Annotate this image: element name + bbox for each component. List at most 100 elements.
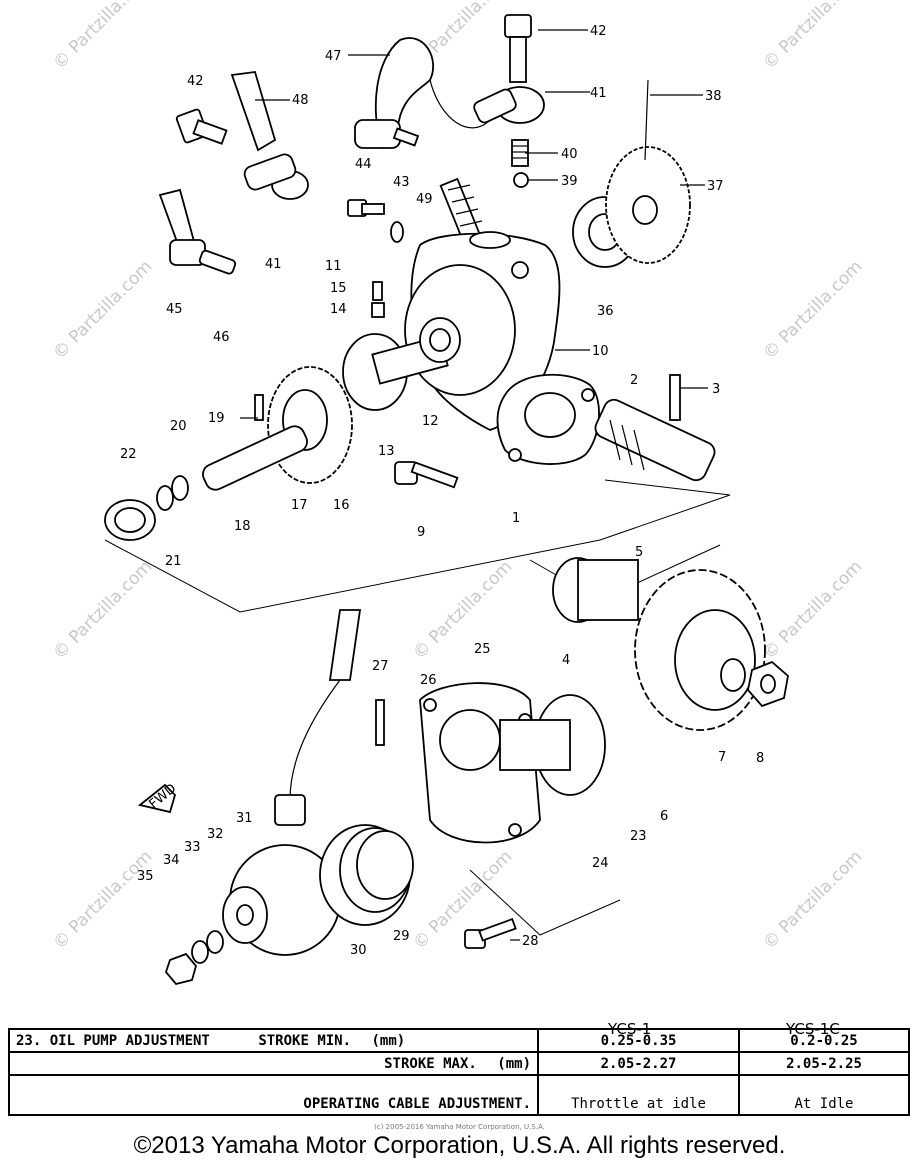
callout-25: 25 — [474, 642, 491, 657]
washer-34 — [191, 940, 209, 964]
watermark: © Partzilla.com — [409, 847, 516, 954]
watermark: © Partzilla.com — [49, 257, 156, 364]
banjo-bolt-42 — [175, 14, 532, 145]
spec-row3-b: At Idle — [738, 1074, 910, 1116]
pin-15 — [372, 281, 383, 301]
spec-row2-b: 2.05-2.25 — [738, 1051, 910, 1076]
watermark: © Partzilla.com — [759, 0, 866, 74]
callout-6: 6 — [660, 809, 668, 824]
callout-16: 16 — [333, 498, 350, 513]
washer-20 — [171, 475, 189, 501]
worm-shaft-2 — [594, 398, 716, 482]
bolt-28 — [464, 917, 517, 949]
hose-48 — [230, 71, 277, 152]
callout-31: 31 — [236, 811, 253, 826]
oil-pump-exploded-diagram: © Partzilla.com © Partzilla.com © Partzi… — [49, 0, 866, 986]
bolt-44-shank — [361, 203, 385, 215]
nut-35 — [164, 952, 197, 986]
callout-4: 4 — [562, 653, 570, 668]
gear-37 — [605, 146, 691, 264]
spring-49 — [439, 177, 483, 248]
spring-14 — [371, 302, 385, 318]
spec-row1-sub: STROKE MIN. — [258, 1032, 352, 1049]
washer-43 — [390, 221, 404, 243]
callout-46: 46 — [213, 330, 230, 345]
callout-7: 7 — [718, 750, 726, 765]
gasket-1 — [496, 373, 600, 465]
washer-7 — [720, 658, 746, 692]
shaft-18 — [202, 425, 308, 491]
callout-2: 2 — [630, 373, 638, 388]
washer-33 — [206, 930, 224, 954]
callout-20: 20 — [170, 419, 187, 434]
callout-3: 3 — [712, 382, 720, 397]
pump-rotor-23 — [499, 694, 606, 796]
pulley-32 — [222, 844, 341, 956]
banjo-fitting-41 — [243, 86, 545, 200]
check-spring-40 — [511, 139, 529, 167]
callout-41: 41 — [590, 86, 607, 101]
callout-15: 15 — [330, 281, 347, 296]
callout-5: 5 — [635, 545, 643, 560]
watermark: © Partzilla.com — [409, 557, 516, 664]
hose-fitting-47-end — [354, 119, 401, 149]
callout-13: 13 — [378, 444, 395, 459]
callouts: 1 2 3 4 5 6 7 8 9 10 11 12 13 14 15 16 1… — [120, 24, 764, 958]
spec-row1-unit: (mm) — [371, 1032, 406, 1049]
callout-33: 33 — [184, 840, 201, 855]
callout-35: 35 — [137, 869, 154, 884]
bolt-9 — [394, 461, 459, 489]
callout-24: 24 — [592, 856, 609, 871]
callout-29: 29 — [393, 929, 410, 944]
watermark: © Partzilla.com — [759, 847, 866, 954]
leader-lines — [240, 29, 708, 941]
callout-38: 38 — [705, 89, 722, 104]
fwd-arrow-icon: FWD — [137, 781, 179, 814]
callout-45: 45 — [166, 302, 183, 317]
callout-21: 21 — [165, 554, 182, 569]
spec-row1-title: 23. OIL PUMP ADJUSTMENT — [16, 1032, 210, 1049]
watermark: © Partzilla.com — [49, 847, 156, 954]
callout-22: 22 — [120, 447, 137, 462]
callout-36: 36 — [597, 304, 614, 319]
watermark: © Partzilla.com — [49, 557, 156, 664]
cable-31 — [274, 609, 362, 826]
spec-row2-label: STROKE MAX. (mm) — [8, 1051, 539, 1076]
callout-26: 26 — [420, 673, 437, 688]
gear-16 — [267, 366, 353, 484]
hose-fitting-45 — [158, 188, 237, 275]
spec-row3-label: OPERATING CABLE ADJUSTMENT. — [8, 1074, 539, 1116]
check-ball-39 — [513, 172, 529, 188]
small-print: (c) 2005-2016 Yamaha Motor Corporation, … — [374, 1123, 545, 1131]
spec-row1-label: 23. OIL PUMP ADJUSTMENT STROKE MIN. (mm) — [8, 1028, 539, 1053]
callout-49: 49 — [416, 192, 433, 207]
hose-fitting-47-nozzle — [392, 127, 420, 147]
callout-42b: 42 — [187, 74, 204, 89]
callout-32: 32 — [207, 827, 224, 842]
callout-40: 40 — [561, 147, 578, 162]
callout-9: 9 — [417, 525, 425, 540]
callout-1: 1 — [512, 511, 520, 526]
pump-gear-6 — [634, 569, 766, 731]
spec-row2-sub: STROKE MAX. — [384, 1055, 477, 1072]
callout-42: 42 — [590, 24, 607, 39]
pin-27 — [375, 699, 385, 746]
callout-48: 48 — [292, 93, 309, 108]
callout-14: 14 — [330, 302, 347, 317]
pump-drive-4 — [552, 557, 639, 623]
callout-28: 28 — [522, 934, 539, 949]
spec-row2-unit: (mm) — [497, 1055, 531, 1072]
table-row: OPERATING CABLE ADJUSTMENT. Throttle at … — [8, 1074, 910, 1116]
callout-44: 44 — [355, 157, 372, 172]
pin-3 — [669, 374, 681, 421]
watermark: © Partzilla.com — [759, 257, 866, 364]
nut-8 — [747, 660, 789, 708]
callout-47: 47 — [325, 49, 342, 64]
pin-19 — [254, 394, 264, 421]
callout-18: 18 — [234, 519, 251, 534]
spec-row1-b: 0.2-0.25 — [738, 1028, 910, 1053]
callout-17: 17 — [291, 498, 308, 513]
callout-39: 39 — [561, 174, 578, 189]
copyright-notice: ©2013 Yamaha Motor Corporation, U.S.A. A… — [133, 1132, 786, 1159]
callout-8: 8 — [756, 751, 764, 766]
